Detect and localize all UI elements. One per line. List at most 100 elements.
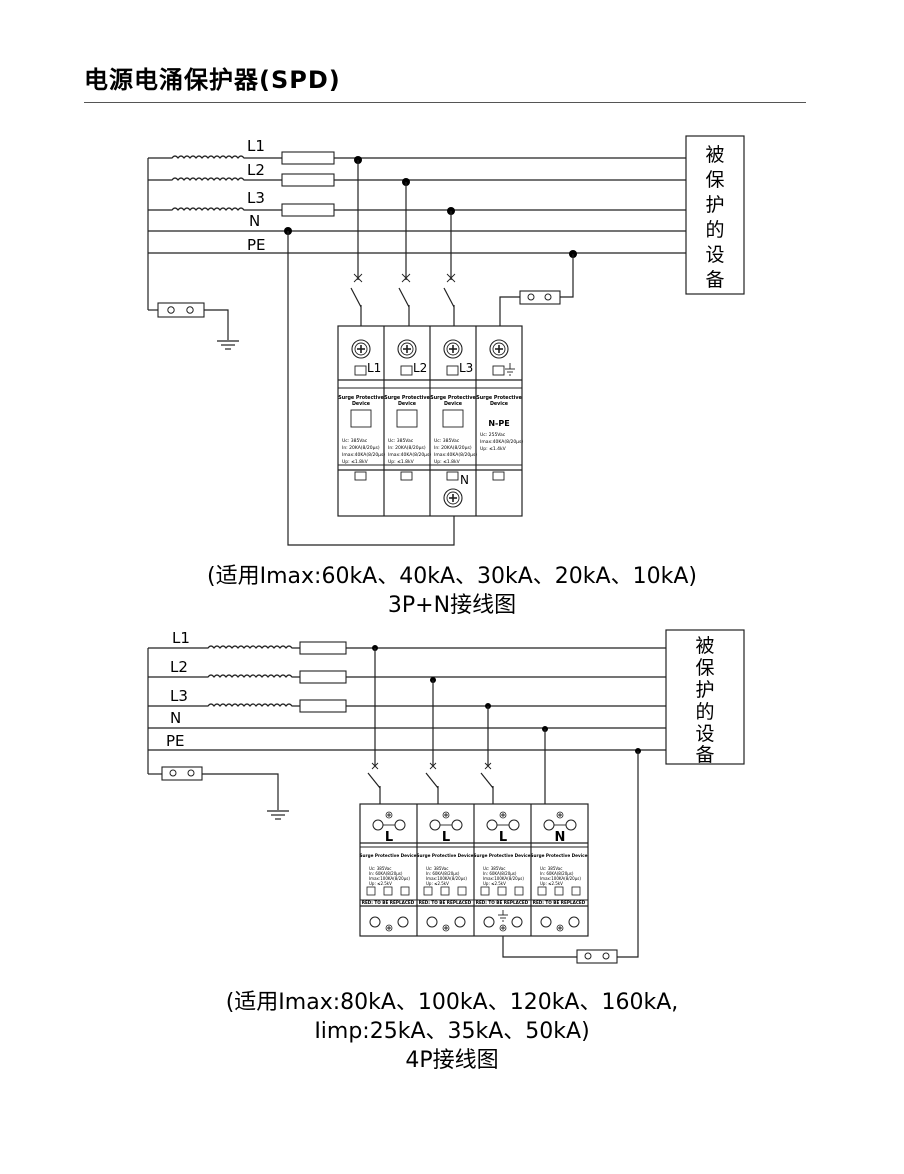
terminal-screw-icon — [443, 488, 463, 508]
module-title: Surge Protective Device — [531, 853, 588, 858]
spec-in: In: 60KA(8/20μs) — [369, 871, 403, 876]
terminal-top-icon — [543, 811, 577, 831]
equipment-char: 护 — [695, 679, 714, 701]
line-l2-wire — [148, 674, 666, 678]
status-window — [442, 409, 464, 428]
terminal-top-icon — [372, 811, 406, 831]
module-label: L — [385, 830, 393, 845]
replace-indicator-label: RED: TO BE REPLACED — [419, 900, 472, 905]
replace-indicator-label: RED: TO BE REPLACED — [533, 900, 586, 905]
terminal-block-ground — [157, 302, 205, 318]
ground-icon — [216, 340, 240, 350]
status-window — [571, 886, 581, 896]
equipment-char: 的 — [695, 701, 714, 723]
protected-equipment-box — [665, 629, 745, 765]
equipment-char: 保 — [695, 657, 714, 679]
switch-l1 — [350, 160, 363, 328]
module-title: Surge Protective — [476, 395, 522, 401]
status-window — [440, 886, 450, 896]
terminal-bottom-icon — [483, 910, 523, 932]
spec-in: In: 60KA(8/20μs) — [483, 871, 517, 876]
terminal-bottom-icon — [540, 916, 580, 932]
caption-4p-range: (适用Imax:80kA、100kA、120kA、160kA, — [225, 990, 679, 1015]
terminal-screw-icon — [351, 339, 371, 359]
title-divider — [84, 102, 806, 103]
terminal-label-l3: L3 — [459, 361, 473, 375]
spec-in: In: 20KA(8/20μs) — [434, 445, 472, 451]
terminal-label-n: N — [460, 473, 469, 487]
line-label-l1: L1 — [172, 629, 190, 647]
caption-3pn-title: 3P+N接线图 — [387, 593, 517, 618]
fuse-l1 — [299, 641, 347, 655]
status-window — [400, 886, 410, 896]
line-label-l3: L3 — [170, 687, 188, 705]
equipment-char: 保 — [705, 169, 724, 191]
terminal-block-ground — [161, 766, 203, 781]
line-label-l3: L3 — [247, 189, 265, 207]
equipment-char: 的 — [705, 219, 724, 241]
status-window — [457, 886, 467, 896]
terminal-screw-icon — [397, 339, 417, 359]
module-title: Surge Protective Device — [417, 853, 474, 858]
spec-imax: Imax:100KA(8/20μs) — [540, 876, 581, 881]
spec-up: Up: ≤2.5kV — [369, 881, 392, 886]
spd-assembly-3p-n: L1 L2 L3 Surge Protective Device Surge P… — [337, 325, 523, 517]
status-window — [350, 409, 372, 428]
equipment-char: 备 — [695, 744, 714, 766]
spec-up: Up: ≤1.4kV — [480, 446, 507, 452]
earth-icon — [505, 363, 515, 376]
spec-up: Up: ≤2.5kV — [540, 881, 563, 886]
status-window — [497, 886, 507, 896]
module-title: Device — [444, 401, 463, 407]
terminal-label-l2: L2 — [413, 361, 427, 375]
spec-up: Up: ≤2.5kV — [483, 881, 506, 886]
terminal-screw-icon — [443, 339, 463, 359]
module-label: N — [555, 830, 566, 845]
module-title: Device — [490, 401, 509, 407]
fuse-l2 — [281, 173, 335, 187]
line-label-l2: L2 — [247, 161, 265, 179]
line-l3-wire — [148, 703, 666, 707]
fuse-l3 — [299, 699, 347, 713]
line-label-l2: L2 — [170, 658, 188, 676]
fuse-l2 — [299, 670, 347, 684]
spec-uc: Uc: 385Vac — [426, 866, 448, 871]
equipment-char: 备 — [705, 269, 724, 291]
spec-in: In: 20KA(8/20μs) — [342, 445, 380, 451]
spd-assembly-4p: L L L N Surge Protective Device Surge Pr… — [359, 803, 589, 937]
terminal-block-pe — [576, 949, 618, 964]
terminal-bottom-icon — [369, 916, 409, 932]
status-window — [423, 886, 433, 896]
module-title: Device — [352, 401, 371, 407]
module-title: Surge Protective Device — [474, 853, 531, 858]
ground-icon — [266, 810, 290, 820]
spec-imax: Imax:40KA(8/20μs) — [388, 452, 431, 458]
diagram-4p: L1 L2 L3 N PE 被 保 护 的 设 备 — [147, 629, 745, 964]
line-label-n: N — [170, 709, 181, 727]
fuse-l3 — [281, 203, 335, 217]
spec-imax: Imax:100KA(8/20μs) — [426, 876, 467, 881]
spec-up: Up: ≤1.8kV — [388, 459, 415, 465]
line-l1-wire — [148, 155, 686, 159]
equipment-char: 护 — [705, 194, 724, 216]
spec-uc: Uc: 385Vac — [434, 438, 460, 444]
equipment-char: 设 — [705, 244, 724, 266]
spec-uc: Uc: 385Vac — [342, 438, 368, 444]
spec-uc: Uc: 385Vac — [540, 866, 562, 871]
terminal-block-pe — [519, 290, 561, 305]
caption-4p-iimp: Iimp:25kA、35kA、50kA) — [314, 1019, 590, 1044]
module-label: L — [499, 830, 507, 845]
switch-l3 — [480, 706, 494, 804]
caption-3pn-range: (适用Imax:60kA、40kA、30kA、20kA、10kA) — [207, 564, 697, 589]
status-window — [554, 886, 564, 896]
status-window — [514, 886, 524, 896]
spec-uc: Uc: 385Vac — [388, 438, 414, 444]
line-label-l1: L1 — [247, 137, 265, 155]
spec-imax: Imax:40KA(8/20μs) — [342, 452, 385, 458]
switch-l2 — [398, 182, 411, 328]
status-window — [383, 886, 393, 896]
line-l3-wire — [148, 207, 686, 211]
protected-equipment-box — [685, 135, 745, 295]
